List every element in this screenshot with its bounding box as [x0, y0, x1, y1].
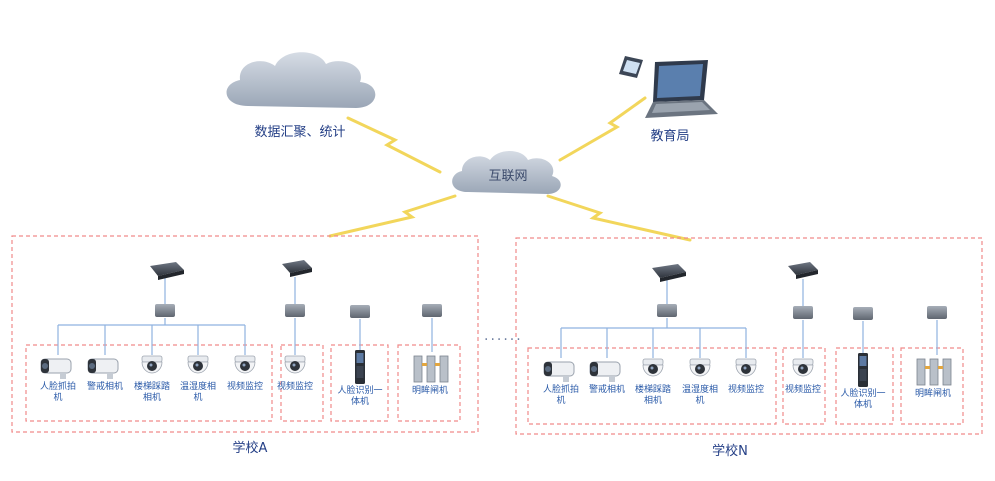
school-a-devices [40, 350, 449, 384]
schoolN-device-label: 人脸抓拍机 [542, 385, 579, 406]
internet-label: 互联网 [488, 169, 528, 184]
schoolA-device-label: 温湿度相机 [179, 382, 216, 403]
schoolN-device-label: 明眸闸机 [914, 389, 951, 399]
data-aggregation-label: 数据汇聚、统计 [254, 125, 346, 140]
dome-camera-icon [187, 355, 209, 374]
schoolN-device-label: 楼梯踩踏相机 [634, 385, 671, 406]
schoolA-device-label: 明眸闸机 [411, 386, 448, 396]
switch-icon [657, 304, 677, 317]
school-a-links [57, 277, 433, 355]
schoolN-device-label: 温湿度相机 [681, 385, 718, 406]
schoolA-device-label: 视频监控 [226, 382, 263, 392]
schoolN-device-label: 警戒相机 [588, 385, 625, 395]
school-n-region [515, 237, 983, 435]
schoolA-device-label: 视频监控 [276, 382, 313, 392]
bullet-camera-icon [87, 358, 119, 379]
school-a-title: 学校A [232, 441, 268, 456]
school-n-devices [543, 353, 952, 387]
dome-camera-icon [689, 358, 711, 377]
bullet-camera-icon [589, 361, 621, 382]
nvr-icon [150, 262, 184, 280]
dome-camera-icon [141, 355, 163, 374]
schoolA-device-label: 警戒相机 [86, 382, 123, 392]
schoolN-device-label: 视频监控 [784, 385, 821, 395]
face-terminal-icon [858, 353, 868, 387]
switch-icon [285, 304, 305, 317]
switch-icon [155, 304, 175, 317]
switch-icon [422, 304, 442, 317]
turnstile-icon [916, 358, 952, 386]
laptop-icon [645, 60, 718, 118]
dome-camera-icon [234, 355, 256, 374]
dome-camera-icon [284, 355, 306, 374]
switch-icons [155, 304, 947, 320]
data-cloud-icon [226, 52, 376, 108]
nvr-icon [282, 260, 312, 277]
dome-camera-icon [735, 358, 757, 377]
schoolA-device-label: 人脸抓拍机 [39, 382, 76, 403]
education-bureau-label: 教育局 [650, 129, 690, 144]
link-bureau-internet [558, 96, 647, 162]
schoolA-device-label: 人脸识别一体机 [337, 386, 383, 407]
dome-camera-icon [792, 358, 814, 377]
link-internet-schoolA [328, 194, 457, 238]
switch-icon [793, 306, 813, 319]
schoolN-device-label: 视频监控 [727, 385, 764, 395]
schoolA-device-label: 楼梯踩踏相机 [133, 382, 170, 403]
school-n-title: 学校N [712, 444, 748, 459]
schoolN-device-label: 人脸识别一体机 [840, 389, 886, 410]
switch-icon [927, 306, 947, 319]
link-internet-schoolN [546, 194, 692, 242]
link-cloud-internet [346, 116, 442, 174]
nvr-icon [788, 262, 818, 279]
switch-icon [350, 305, 370, 318]
school-separator: ······ [484, 332, 523, 348]
lightning-links [328, 96, 692, 242]
pda-icon [619, 56, 643, 78]
face-terminal-icon [355, 350, 365, 384]
turnstile-icon [413, 355, 449, 383]
switch-icon [853, 307, 873, 320]
internet-cloud-icon [452, 151, 561, 194]
bullet-camera-icon [40, 358, 72, 379]
school-n-links [560, 279, 938, 358]
nvr-icon [652, 264, 686, 282]
bullet-camera-icon [543, 361, 575, 382]
dome-camera-icon [642, 358, 664, 377]
